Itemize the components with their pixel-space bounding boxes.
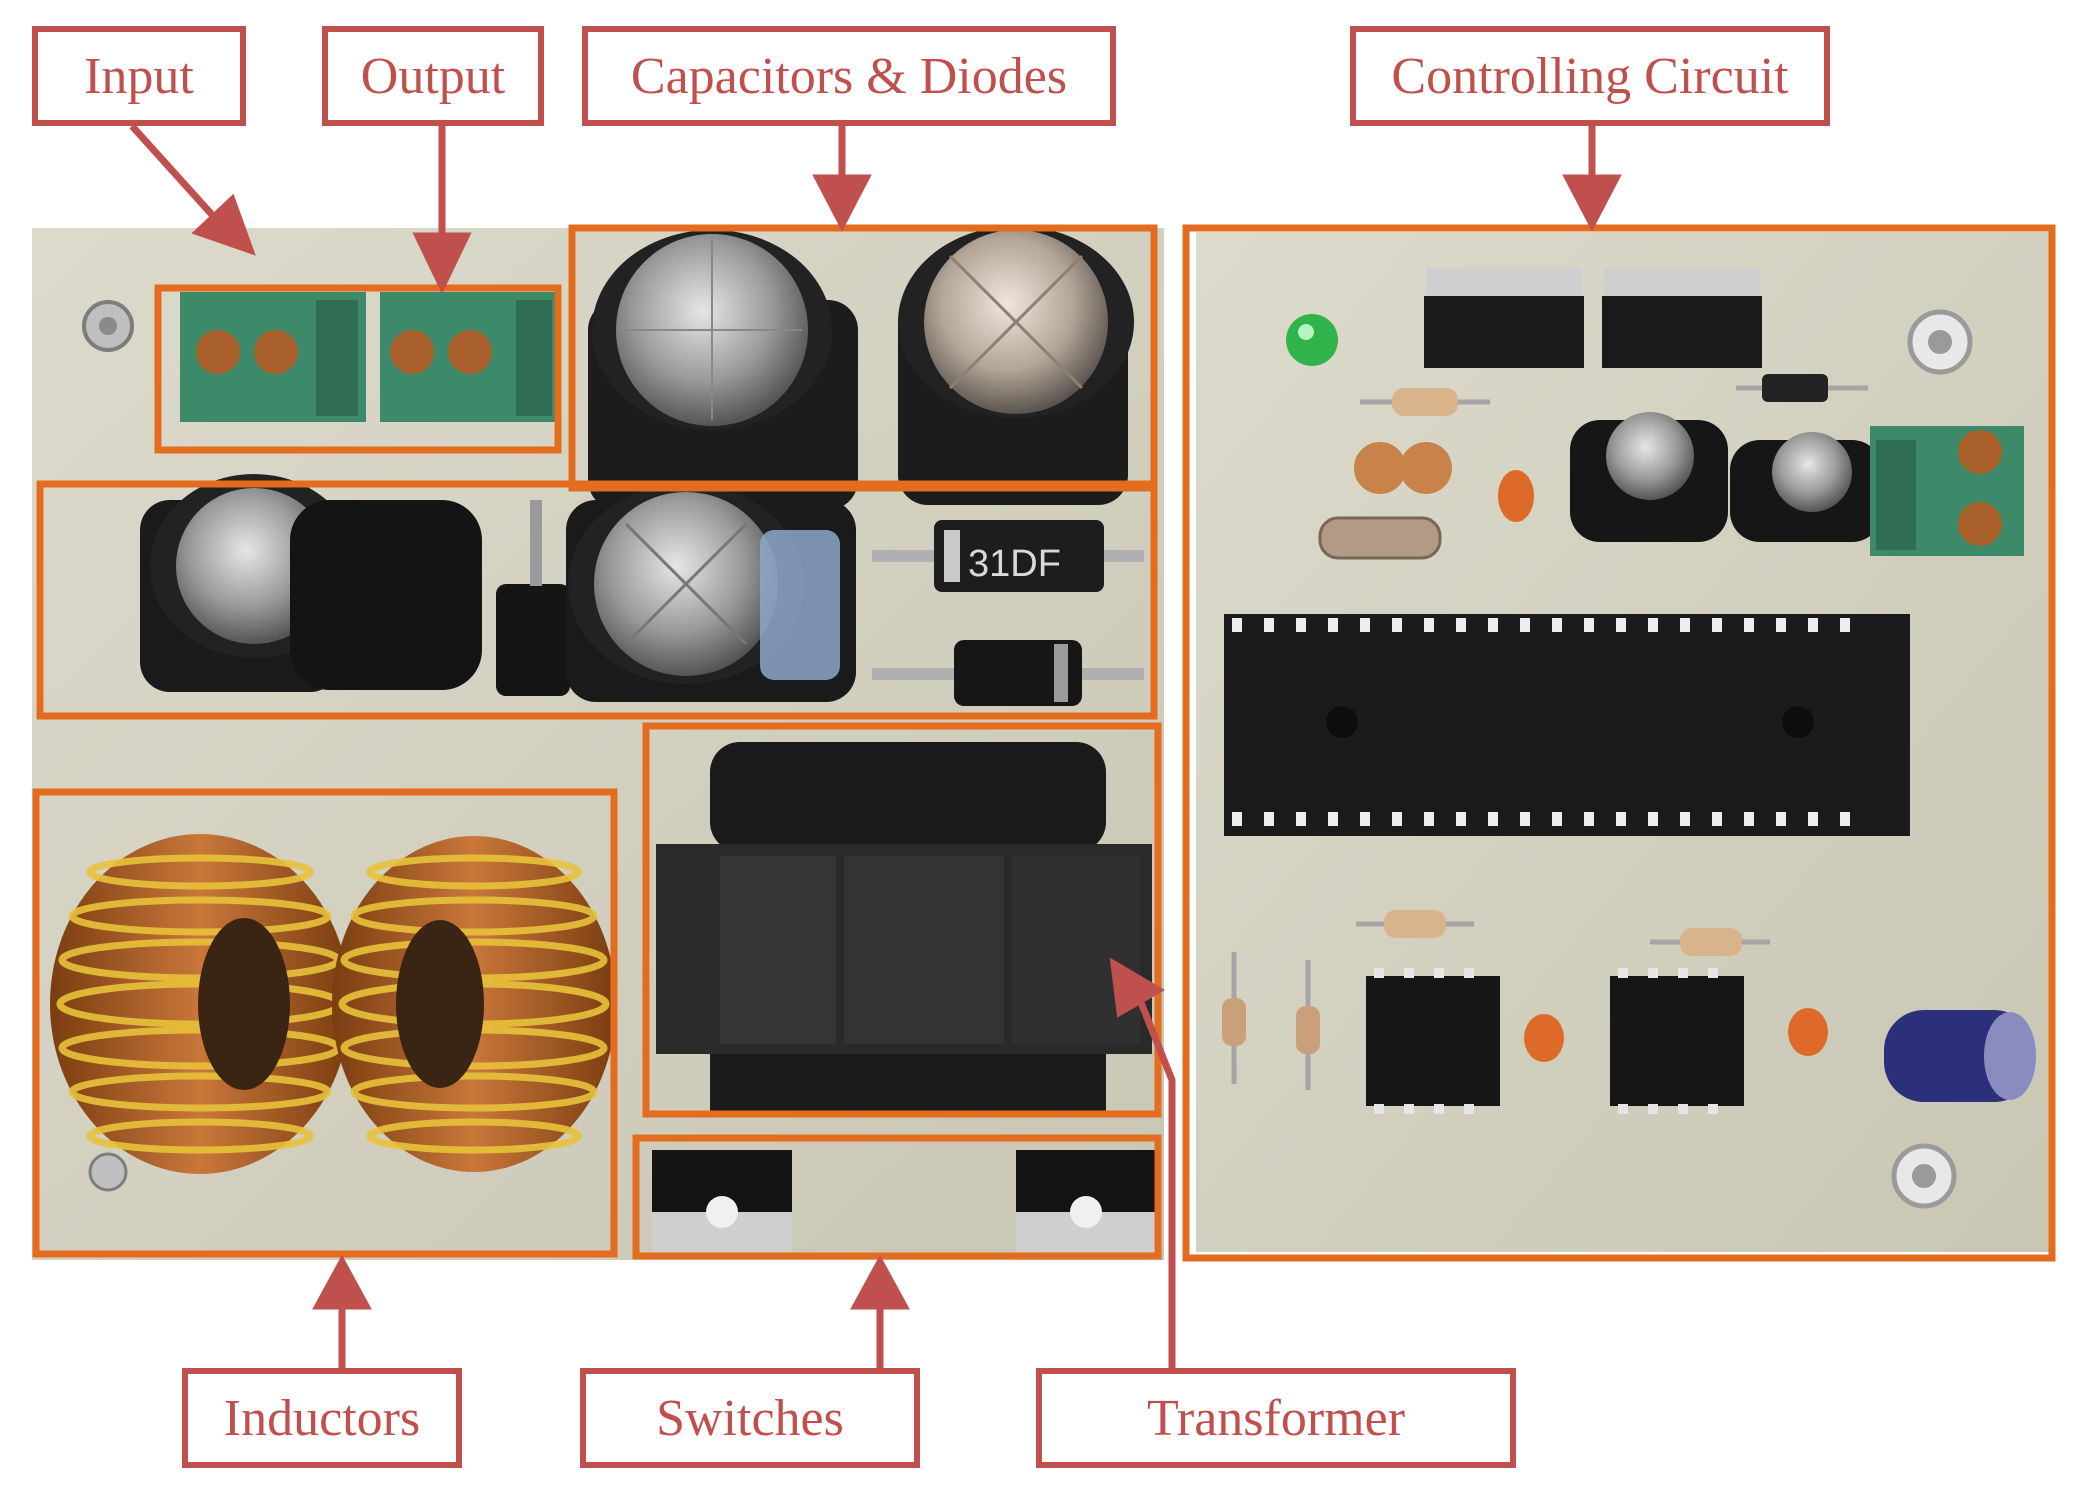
- label-switches: Switches: [580, 1368, 920, 1468]
- region-transformer: [642, 722, 1162, 1118]
- resistor-vertical-2: [1296, 960, 1320, 1090]
- control-terminal-block: [1870, 426, 2024, 556]
- diode-marking: 31DF: [968, 543, 1061, 585]
- label-transformer: Transformer: [1036, 1368, 1516, 1468]
- switch-left: [652, 1150, 792, 1252]
- resistor-top: [1360, 388, 1490, 416]
- capacitor-middle-left: [140, 474, 482, 692]
- resistor-vertical-1: [1222, 952, 1246, 1084]
- label-output-text: Output: [360, 47, 506, 105]
- capacitor-control-1: [1570, 412, 1728, 542]
- screw-head-icon: [1928, 330, 1952, 354]
- controlling-arrow-head: [1562, 174, 1622, 232]
- ic-driver-1: [1366, 968, 1500, 1114]
- screw-head-icon: [99, 317, 117, 335]
- screw-head-icon: [1912, 1164, 1936, 1188]
- input-arrow-head: [191, 193, 256, 256]
- label-switches-text: Switches: [656, 1389, 844, 1447]
- ceramic-capacitor: [1788, 1008, 1828, 1056]
- switch-right: [1016, 1150, 1156, 1252]
- region-capacitors-diodes-top: [568, 224, 1158, 492]
- transformer-arrow-line: [1136, 998, 1176, 1368]
- ic-driver-2: [1610, 968, 1744, 1114]
- region-switches: [632, 1134, 1162, 1260]
- label-inductors-text: Inductors: [223, 1389, 421, 1447]
- ceramic-capacitor: [1498, 470, 1534, 522]
- label-input-text: Input: [84, 47, 194, 105]
- label-controlling-circuit-text: Controlling Circuit: [1391, 47, 1789, 105]
- region-controlling-circuit: [1182, 224, 2056, 1262]
- label-capacitors-diodes-text: Capacitors & Diodes: [630, 47, 1068, 105]
- resistor-lower-1: [1356, 910, 1474, 938]
- region-inductors: [32, 788, 618, 1258]
- label-transformer-text: Transformer: [1146, 1389, 1406, 1447]
- capacitor-control-2: [1730, 432, 1882, 542]
- inductor-right: [332, 836, 616, 1172]
- led-highlight-icon: [1298, 324, 1314, 340]
- capacitor-top-left: [588, 230, 858, 510]
- inductors-arrow-head: [312, 1254, 372, 1310]
- crystal-oscillator: [1318, 442, 1452, 560]
- led-icon: [1286, 314, 1338, 366]
- output-terminal-block: [380, 292, 556, 422]
- microcontroller-chip: [1224, 614, 1910, 836]
- resistor-lower-2: [1650, 928, 1770, 956]
- transformer-core: [656, 742, 1152, 1114]
- capacitors-arrow-head: [812, 174, 872, 232]
- transformer-arrow-head: [1109, 957, 1165, 1018]
- capacitor-middle-right: [566, 484, 856, 702]
- mounting-screw-icon: [88, 1152, 128, 1192]
- capacitor-blue: [1884, 1010, 2036, 1102]
- voltage-regulator-1: [1424, 268, 1584, 368]
- label-output: Output: [322, 26, 544, 126]
- diode-31df: 31DF: [872, 520, 1144, 592]
- diode-small: [872, 640, 1144, 706]
- diode-control: [1736, 374, 1868, 402]
- input-arrow-line: [129, 123, 227, 231]
- region-input-output: [154, 284, 562, 454]
- input-terminal-block: [180, 292, 366, 422]
- output-arrow-head: [412, 232, 472, 295]
- label-input: Input: [32, 26, 246, 126]
- label-inductors: Inductors: [182, 1368, 462, 1468]
- inductor-left: [50, 834, 350, 1174]
- region-capacitors-diodes-middle: [36, 480, 1158, 720]
- diode-vertical: [496, 500, 570, 696]
- ceramic-capacitor: [1524, 1014, 1564, 1062]
- voltage-regulator-2: [1602, 268, 1762, 368]
- switches-arrow-head: [850, 1254, 910, 1310]
- label-controlling-circuit: Controlling Circuit: [1350, 26, 1830, 126]
- label-capacitors-diodes: Capacitors & Diodes: [582, 26, 1116, 126]
- capacitor-top-right: [898, 226, 1134, 505]
